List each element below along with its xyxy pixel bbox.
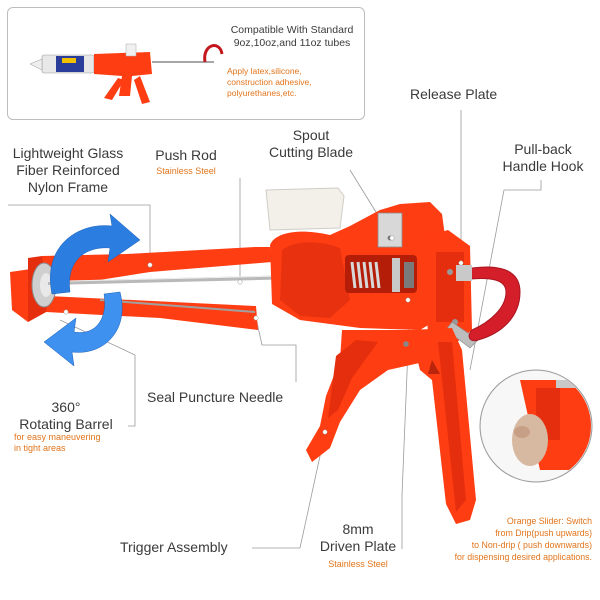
slider-note-line: to Non-drip ( push downwards) xyxy=(471,540,592,550)
orange-slider-note: Orange Slider: Switch from Drip(push upw… xyxy=(418,515,592,563)
slider-note-line: for dispensing desired applications. xyxy=(454,552,592,562)
driven-plate-label-line: 8mm xyxy=(342,521,374,537)
barrel-label-line: Rotating Barrel xyxy=(19,416,113,432)
spout-label-line: Cutting Blade xyxy=(268,144,354,160)
spout-label-line: Spout xyxy=(292,127,330,143)
barrel-label-line: 360° xyxy=(51,399,81,415)
driven-plate-label: 8mm Driven Plate xyxy=(312,521,404,555)
rotating-barrel-label: 360° Rotating Barrel xyxy=(8,399,124,433)
driven-plate-label-line: Driven Plate xyxy=(319,538,397,554)
driven-plate-sublabel: Stainless Steel xyxy=(328,559,388,569)
frame-label-line: Nylon Frame xyxy=(27,179,109,195)
compatibility-inset xyxy=(7,7,365,120)
release-plate-label: Release Plate xyxy=(410,86,498,102)
frame-label-line: Fiber Reinforced xyxy=(16,162,120,178)
frame-label-line: Lightweight Glass xyxy=(12,145,124,161)
pull-back-label-line: Handle Hook xyxy=(502,158,584,174)
inset-title-line: Compatible With Standard xyxy=(230,24,354,36)
inset-sub-line: Apply latex,silicone, xyxy=(227,66,302,76)
slider-zoom-circle xyxy=(479,369,593,483)
inset-subtitle: Apply latex,silicone, construction adhes… xyxy=(227,66,312,99)
pull-back-label-line: Pull-back xyxy=(514,141,572,157)
barrel-sub-line: in tight areas xyxy=(14,443,66,453)
push-rod-label: Push Rod xyxy=(155,147,217,163)
spout-cutting-blade-label: Spout Cutting Blade xyxy=(256,127,366,161)
slider-note-line: Orange Slider: Switch xyxy=(506,516,592,526)
pull-back-hook-label: Pull-back Handle Hook xyxy=(496,141,590,175)
inset-sub-line: polyurethanes,etc. xyxy=(227,88,297,98)
main-gun xyxy=(10,187,521,524)
inset-gun xyxy=(29,43,224,104)
seal-puncture-needle-label: Seal Puncture Needle xyxy=(147,389,284,405)
push-rod-sublabel: Stainless Steel xyxy=(156,166,216,176)
inset-title: Compatible With Standard 9oz,10oz,and 11… xyxy=(217,24,367,50)
inset-sub-line: construction adhesive, xyxy=(227,77,312,87)
barrel-sub-line: for easy maneuvering xyxy=(14,432,101,442)
rotating-barrel-sublabel: for easy maneuvering in tight areas xyxy=(14,432,101,454)
inset-title-line: 9oz,10oz,and 11oz tubes xyxy=(233,37,351,49)
rotation-arrow-icon xyxy=(43,213,141,367)
slider-note-line: from Drip(push upwards) xyxy=(495,528,592,538)
frame-label: Lightweight Glass Fiber Reinforced Nylon… xyxy=(4,145,132,196)
trigger-assembly-label: Trigger Assembly xyxy=(120,539,228,555)
